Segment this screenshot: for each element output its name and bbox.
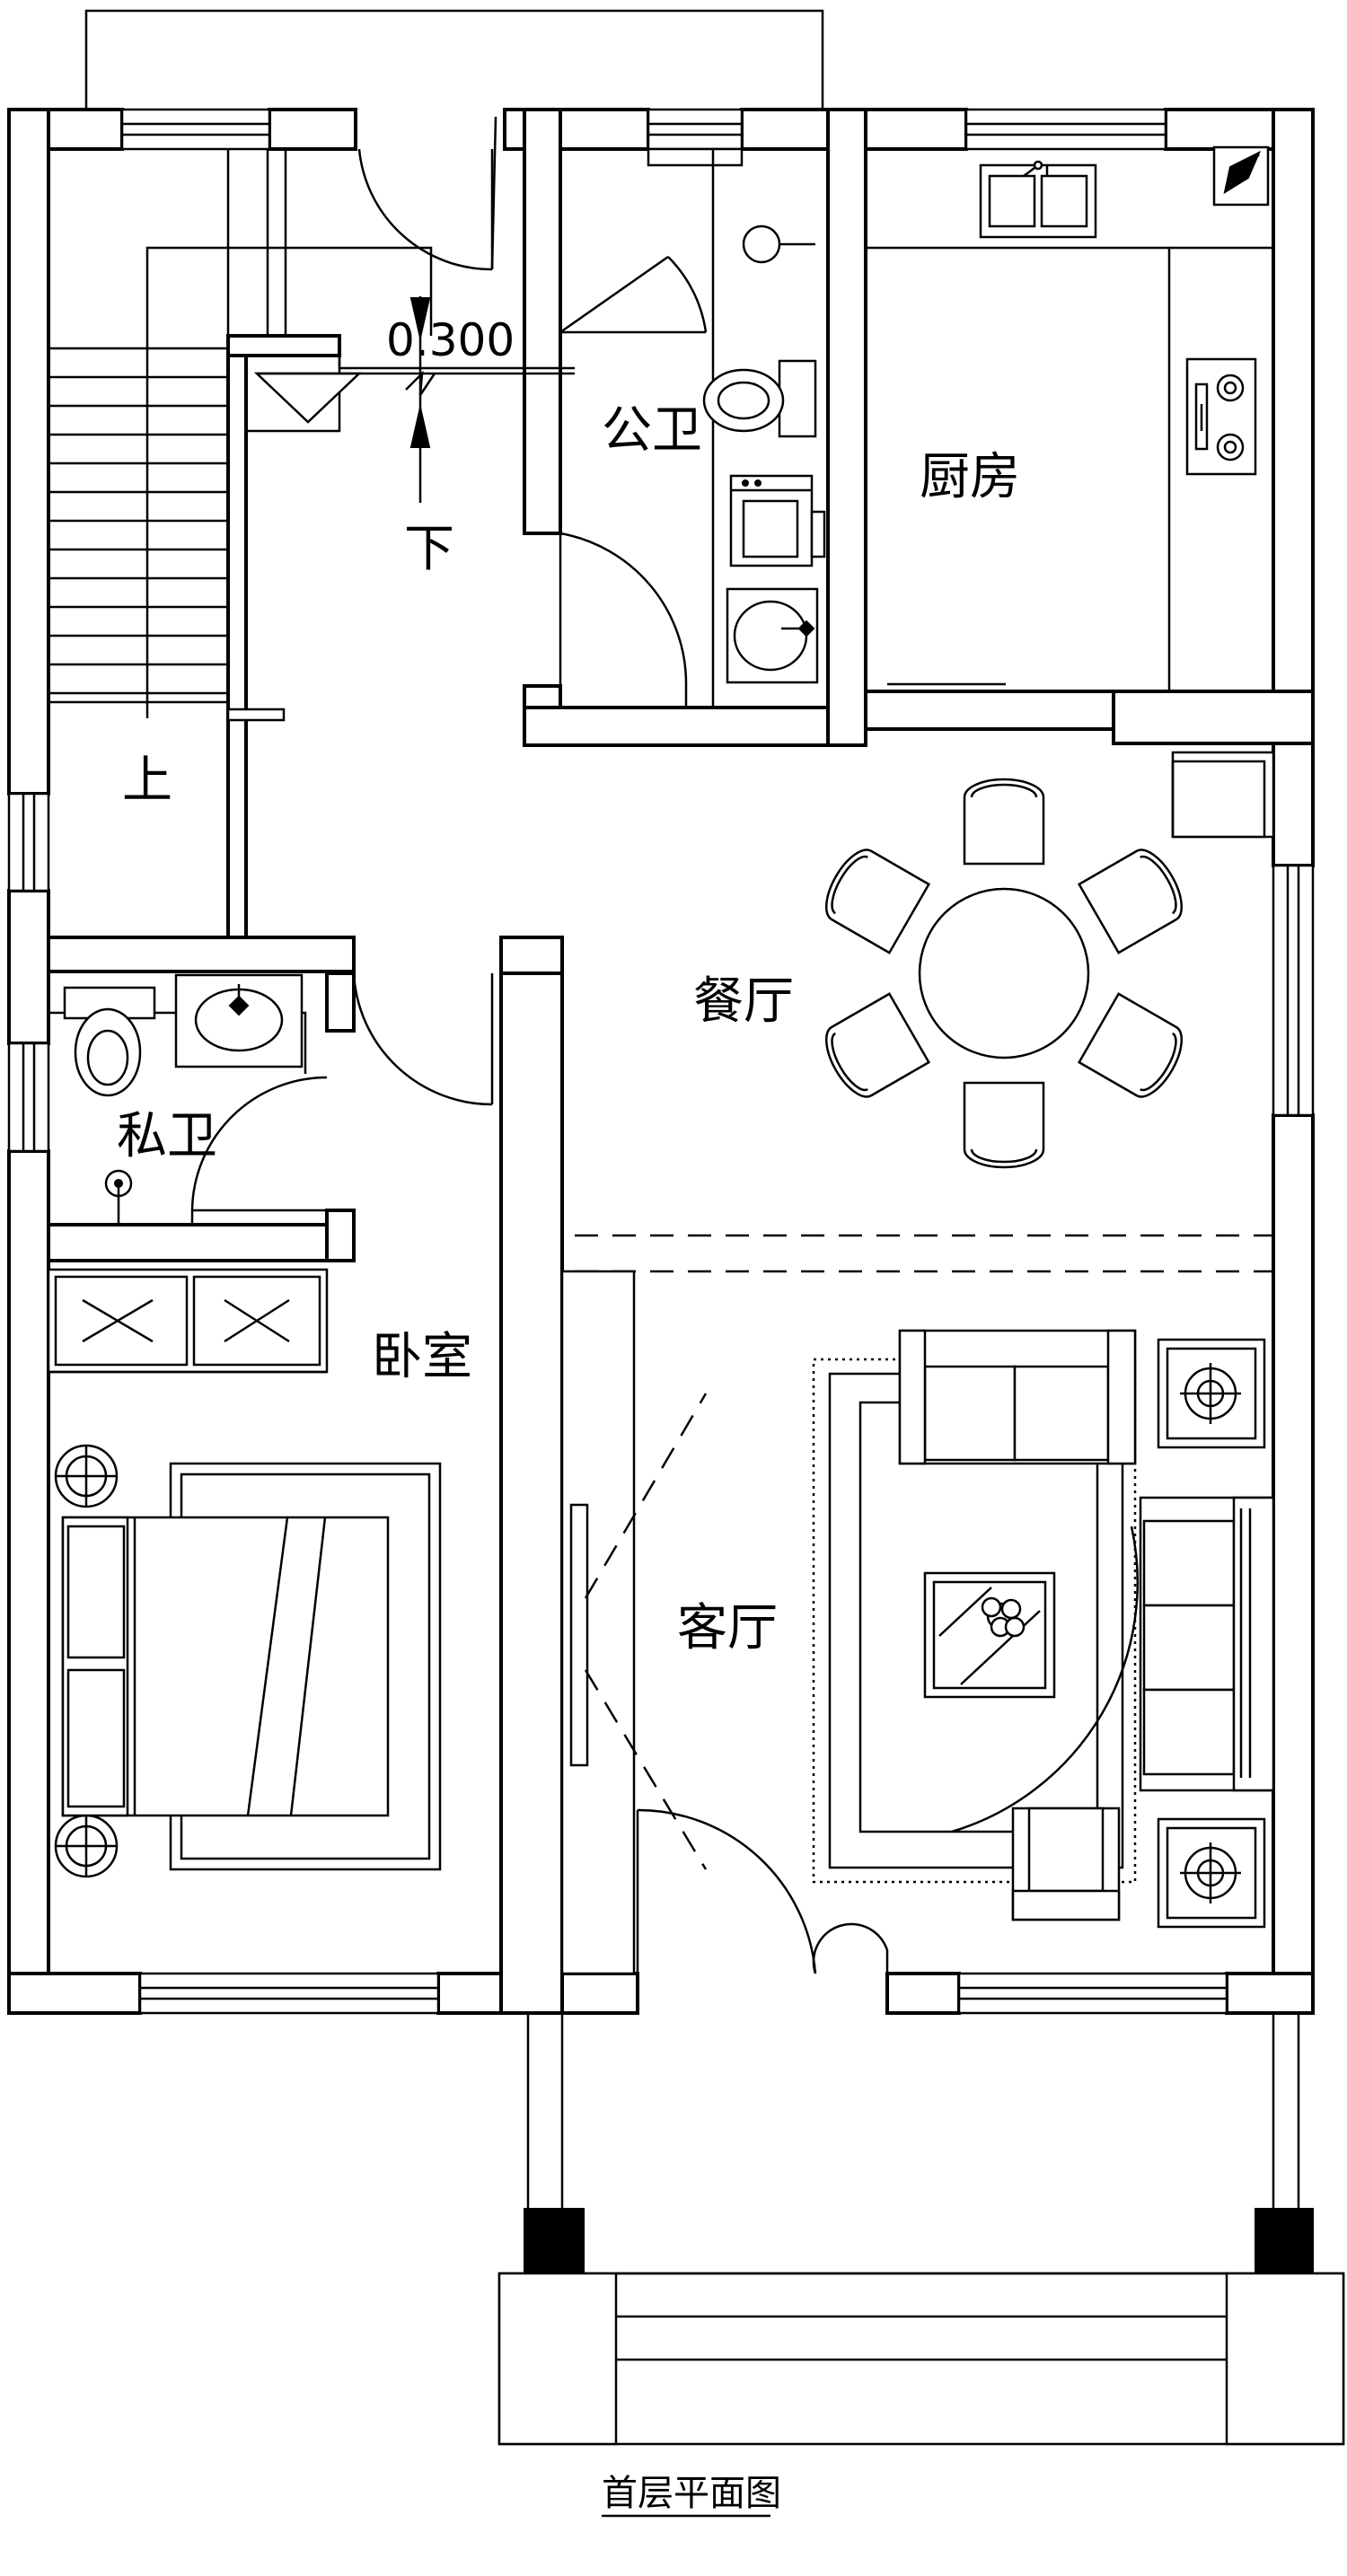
- sink-icon: [174, 973, 304, 1068]
- room-label-kitchen: 厨房: [920, 448, 1020, 506]
- stair-up-label: 上: [122, 752, 172, 810]
- entrance-steps-icon: [497, 2272, 1345, 2446]
- room-label-dining: 餐厅: [693, 972, 794, 1031]
- room-label-public-bath: 公卫: [602, 401, 702, 460]
- room-label-private-bath: 私卫: [117, 1107, 217, 1165]
- wardrobe-icon: [47, 1268, 329, 1374]
- window-icon: [1272, 864, 1315, 1117]
- stair-down-label: 下: [404, 520, 454, 578]
- cabinet: [1171, 751, 1275, 839]
- side-table-icon: [1157, 1338, 1266, 1449]
- kitchen-fixtures: [866, 145, 1273, 693]
- door-swing-icon: [559, 532, 688, 708]
- window-icon: [7, 1042, 50, 1153]
- side-table-icon: [1157, 1817, 1266, 1929]
- window-icon: [120, 108, 271, 151]
- window-icon: [7, 792, 50, 892]
- washing-machine-icon: [729, 474, 826, 567]
- sofa-icon: [1139, 1496, 1275, 1792]
- sink-icon: [726, 587, 819, 684]
- armchair-icon: [951, 1525, 1139, 1921]
- window-icon: [957, 1972, 1228, 2015]
- dining-furniture: [825, 751, 1275, 1169]
- room-label-bedroom: 卧室: [372, 1328, 472, 1386]
- labels: 公卫 厨房 餐厅 私卫 卧室 客厅 上 下 0.300 首层平面图: [117, 314, 1020, 2518]
- bed-icon: [61, 1462, 442, 1871]
- coffee-table-icon: [923, 1571, 1056, 1699]
- elevation-marker-icon: [253, 296, 575, 503]
- column-icon: [524, 2208, 585, 2274]
- chair-icon: [963, 1081, 1045, 1169]
- door-swing-icon: [636, 1808, 889, 1974]
- shower-icon: [104, 1169, 133, 1223]
- window-icon: [138, 1972, 440, 2015]
- nightstand-lamp-icon: [54, 1814, 119, 1878]
- toilet-icon: [63, 986, 156, 1097]
- window-icon: [647, 108, 744, 167]
- double-sink-icon: [979, 160, 1097, 239]
- chair-icon: [825, 992, 931, 1098]
- door-swing-icon: [559, 255, 708, 334]
- doors: [190, 116, 889, 1974]
- chair-icon: [1077, 992, 1183, 1098]
- room-label-living: 客厅: [677, 1599, 778, 1657]
- toilet-icon: [702, 224, 817, 438]
- private-bath-fixtures: [48, 973, 307, 1223]
- column-icon: [1255, 2208, 1314, 2274]
- living-furniture: [560, 1270, 1275, 1975]
- stair-icon: [48, 149, 575, 722]
- elevation-label: 0.300: [386, 314, 515, 366]
- tv-cabinet-icon: [560, 1270, 708, 1975]
- chair-icon: [1077, 848, 1183, 954]
- public-bath-fixtures: [702, 149, 826, 708]
- chair-icon: [825, 848, 931, 954]
- bedroom-furniture: [47, 1268, 442, 1878]
- porch: [497, 2013, 1345, 2446]
- stair-landing-projection: [84, 9, 824, 110]
- window-icon: [964, 108, 1167, 151]
- door-swing-icon: [190, 1076, 328, 1225]
- dining-table-icon: [918, 887, 1090, 1059]
- windows: [7, 108, 1315, 2015]
- door-swing-icon: [352, 972, 494, 1106]
- chair-icon: [963, 778, 1045, 866]
- plan-title: 首层平面图: [602, 2473, 781, 2514]
- door-swing-icon: [357, 116, 497, 271]
- refrigerator-icon: [1212, 145, 1270, 207]
- nightstand-lamp-icon: [54, 1444, 119, 1508]
- sofa-icon: [898, 1329, 1137, 1465]
- stove-icon: [1185, 357, 1257, 476]
